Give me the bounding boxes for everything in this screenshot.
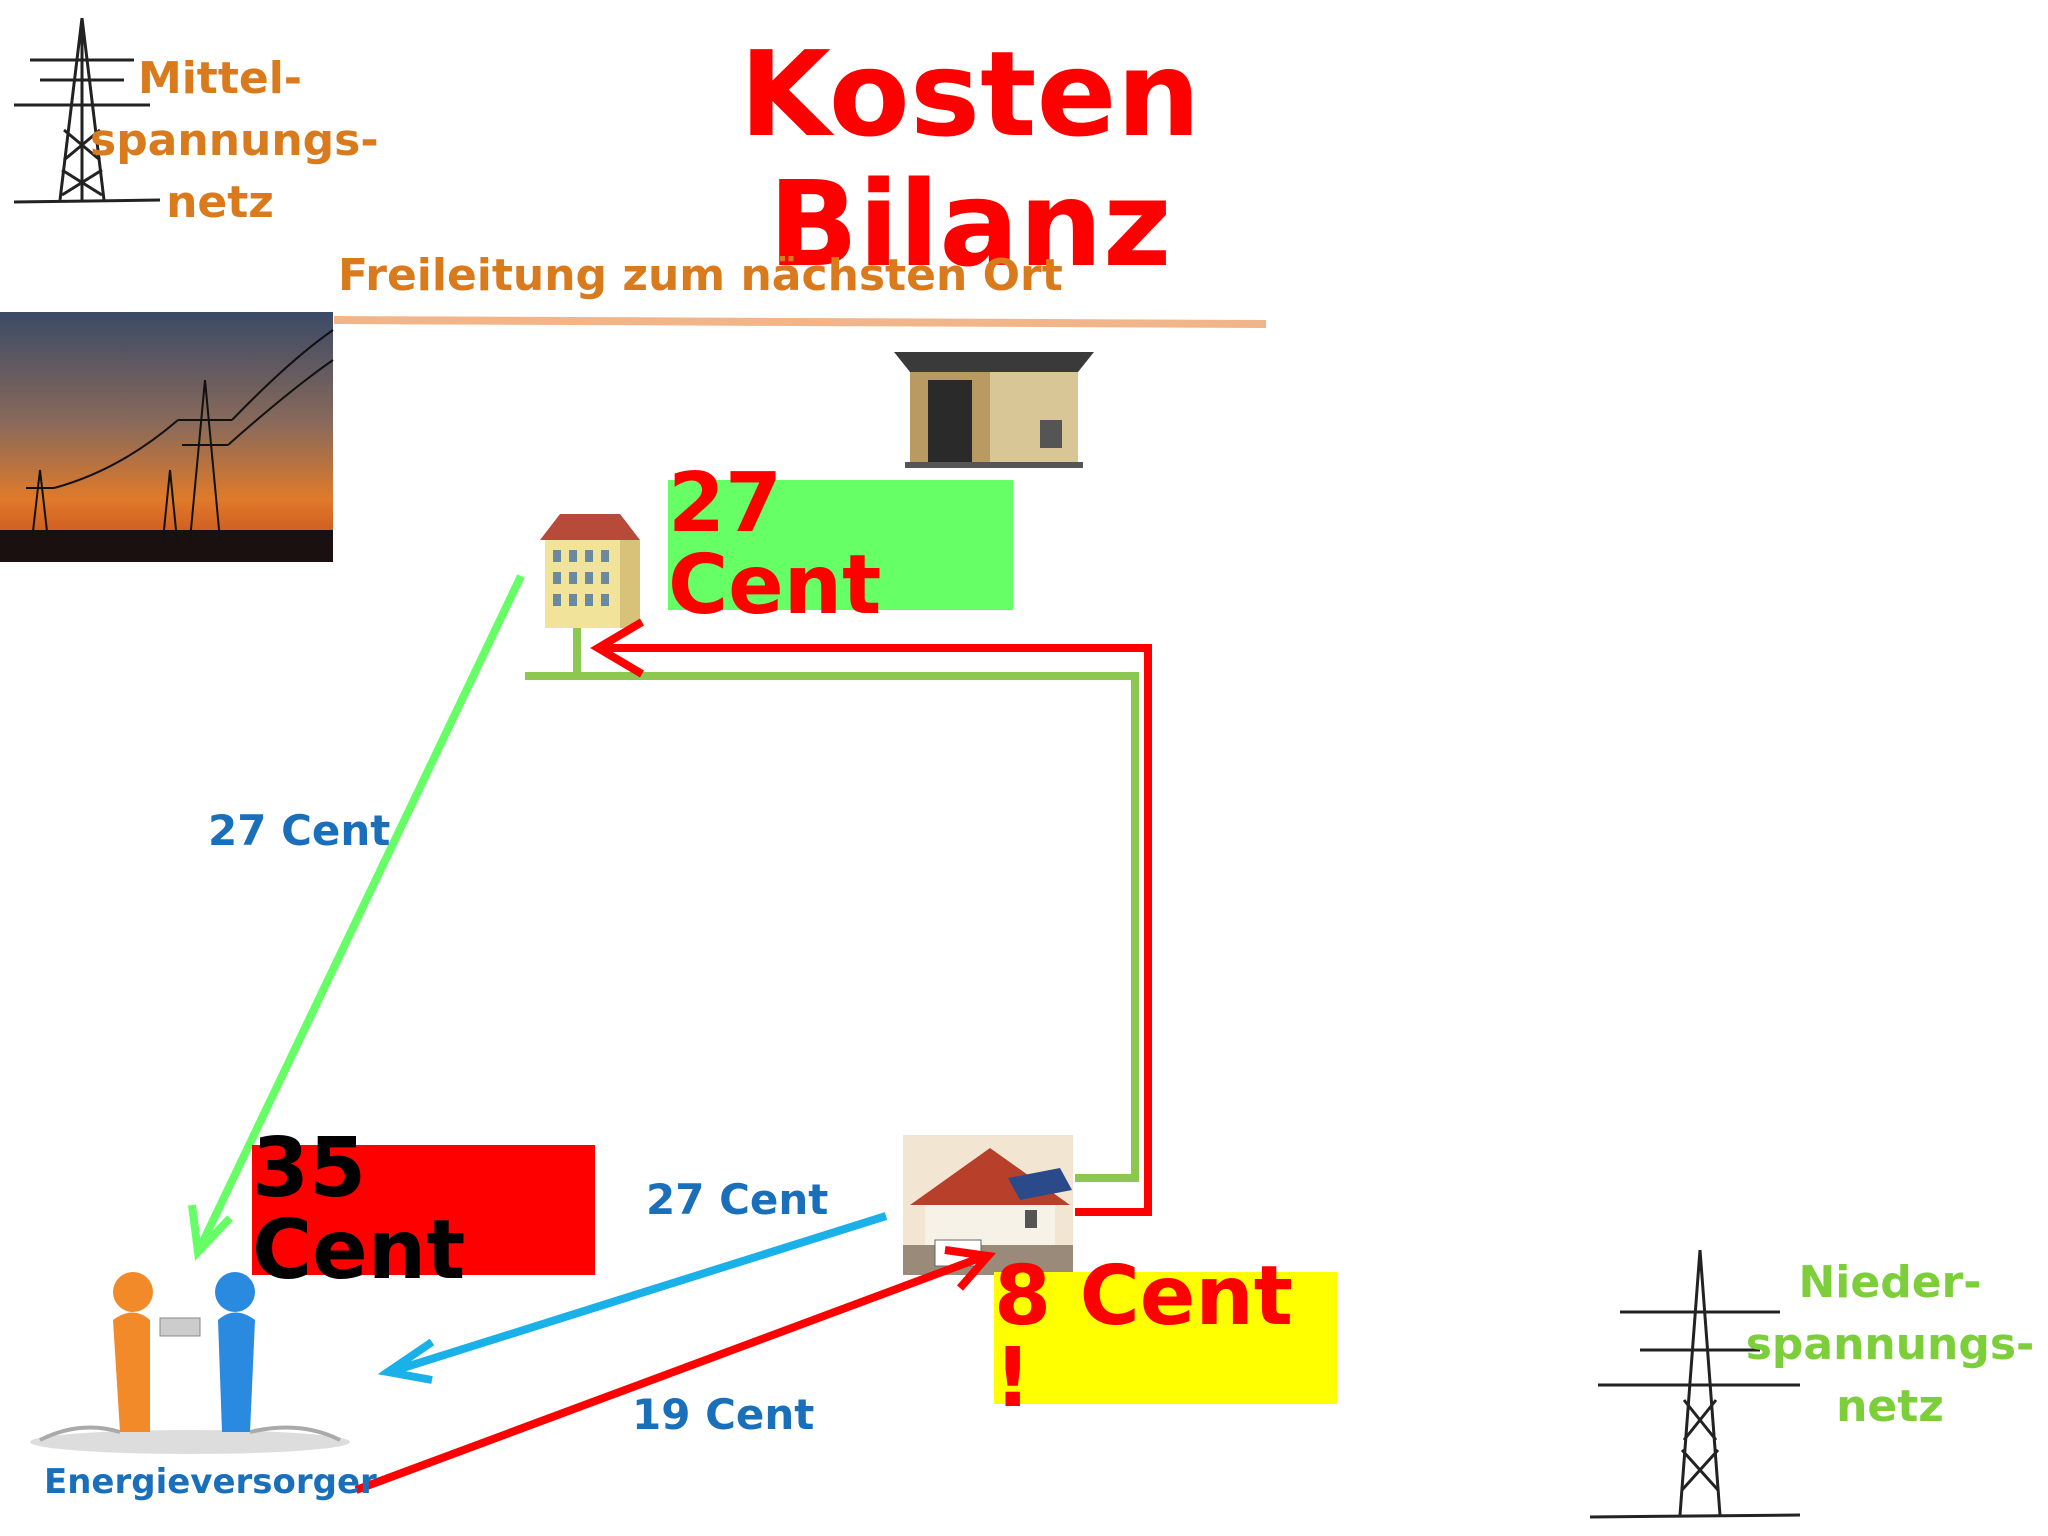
medium-voltage-label-line3: netz xyxy=(166,177,274,228)
medium-voltage-label-line1: Mittel- xyxy=(137,53,303,104)
utility-price-box: 35 Cent xyxy=(252,1128,595,1292)
medium-voltage-pylon-icon xyxy=(13,17,161,204)
medium-voltage-label: Mittel- spannungs- netz xyxy=(90,48,379,234)
overhead-line xyxy=(333,316,1267,328)
apartment-to-utility-line xyxy=(194,574,525,1254)
apartment-building-icon xyxy=(540,514,640,676)
solar-to-utility-line xyxy=(388,1212,888,1376)
utility-people-icon xyxy=(30,1272,350,1454)
solar-to-utility-label: 27 Cent xyxy=(646,1175,829,1224)
solar-house-icon xyxy=(903,1135,1073,1275)
low-voltage-pylon-icon xyxy=(1589,1249,1801,1519)
apartment-to-utility-label: 27 Cent xyxy=(208,806,391,855)
local-grid-green-line xyxy=(525,672,1139,1182)
page-title: Kosten Bilanz xyxy=(739,25,1201,293)
power-lines-photo xyxy=(0,312,334,562)
solar-price-box: 8 Cent ! xyxy=(994,1256,1337,1420)
solar-to-apartment-arrowhead xyxy=(590,618,645,678)
low-voltage-label: Nieder- spannungs- netz xyxy=(1740,1252,2040,1438)
solar-to-apartment-red-line xyxy=(600,644,1152,1216)
utility-to-solar-label: 19 Cent xyxy=(632,1390,815,1439)
utility-label: Energieversorger xyxy=(44,1462,377,1502)
low-voltage-label-line2: spannungs- xyxy=(1745,1319,2035,1370)
overhead-line-label: Freileitung zum nächsten Ort xyxy=(338,250,1063,301)
medium-voltage-label-line2: spannungs- xyxy=(90,115,379,166)
transformer-station-icon xyxy=(894,352,1094,468)
solar-to-utility-arrowhead xyxy=(377,1338,435,1384)
apartment-price-box: 27 Cent xyxy=(668,463,1013,627)
low-voltage-label-line3: netz xyxy=(1836,1381,1944,1432)
apartment-to-utility-arrowhead xyxy=(188,1204,233,1261)
low-voltage-label-line1: Nieder- xyxy=(1798,1257,1982,1308)
utility-to-solar-arrowhead xyxy=(944,1246,996,1291)
utility-to-solar-line xyxy=(354,1252,987,1494)
